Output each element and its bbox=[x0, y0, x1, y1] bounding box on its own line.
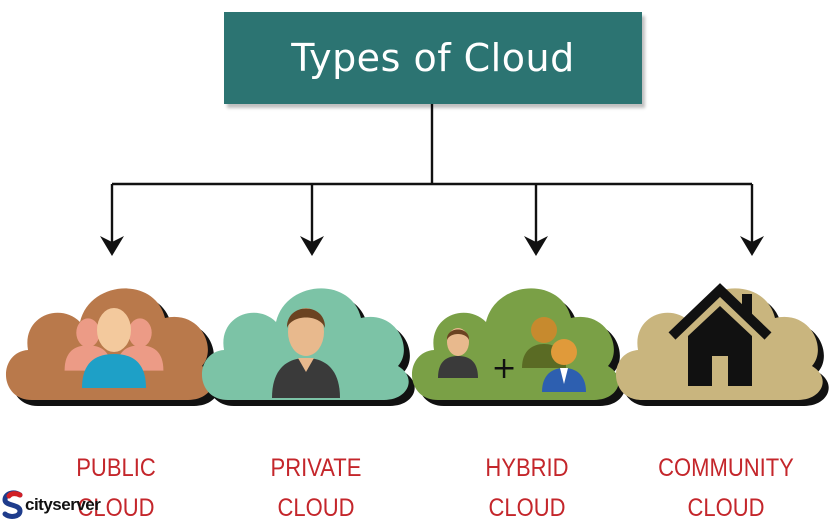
cityserver-watermark: cityserver bbox=[2, 488, 100, 522]
connector-lines bbox=[112, 104, 752, 244]
connector-arrowheads bbox=[100, 236, 764, 256]
label-line-1: PUBLIC bbox=[37, 448, 195, 488]
watermark-text: cityserver bbox=[25, 495, 100, 515]
label-line-2: CLOUD bbox=[448, 488, 606, 528]
hybrid-cloud-label: HYBRID CLOUD bbox=[448, 448, 606, 528]
label-line-2: CLOUD bbox=[237, 488, 395, 528]
community-cloud bbox=[616, 288, 829, 406]
label-line-1: HYBRID bbox=[448, 448, 606, 488]
private-cloud-label: PRIVATE CLOUD bbox=[237, 448, 395, 528]
cityserver-logo-icon bbox=[2, 490, 24, 520]
label-line-1: PRIVATE bbox=[237, 448, 395, 488]
hybrid-cloud: + bbox=[412, 288, 625, 406]
private-cloud bbox=[202, 288, 415, 406]
label-line-2: CLOUD bbox=[647, 488, 805, 528]
svg-text:+: + bbox=[491, 351, 516, 386]
community-cloud-label: COMMUNITY CLOUD bbox=[647, 448, 805, 528]
public-cloud bbox=[6, 288, 219, 406]
label-line-1: COMMUNITY bbox=[647, 448, 805, 488]
diagram-title: Types of Cloud bbox=[291, 36, 574, 80]
diagram-title-box: Types of Cloud bbox=[224, 12, 642, 104]
